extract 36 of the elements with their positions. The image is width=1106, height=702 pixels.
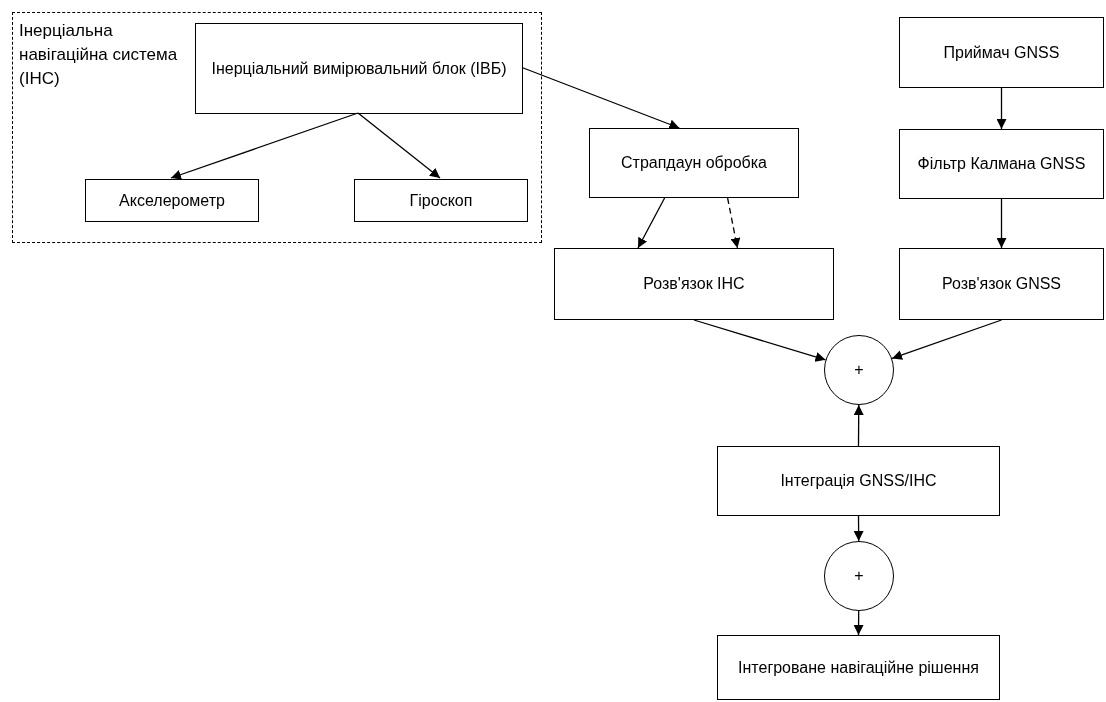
node-label: Інтегроване навігаційне рішення [737, 657, 980, 678]
group-heading: Інерціальна навігаційна система (ІНС) [19, 20, 179, 90]
arrow [693, 319, 827, 362]
node-label: Розв'язок GNSS [940, 274, 1063, 294]
arrow [996, 87, 1007, 130]
node-label: Страпдаун обробка [620, 153, 768, 173]
node-label: Інерціальний вимірювальний блок (ІВБ) [210, 58, 508, 79]
node-label: + [853, 566, 865, 586]
arrow [853, 404, 864, 447]
node-label: Інтеграція GNSS/ІНС [779, 471, 938, 491]
arrow [891, 319, 1003, 360]
process-box [554, 248, 834, 320]
dashed-group-box [12, 12, 542, 243]
arrow [637, 197, 666, 249]
process-box [899, 17, 1104, 88]
process-box [717, 446, 1000, 516]
node-label: Гіроскоп [408, 190, 474, 211]
arrow [853, 610, 864, 636]
process-box [899, 248, 1104, 320]
node-label: Розв'язок ІНС [642, 274, 746, 294]
arrow [726, 197, 741, 249]
process-box [195, 23, 523, 114]
process-box [899, 129, 1104, 199]
process-box [589, 128, 799, 198]
arrow [853, 515, 864, 542]
arrow [521, 66, 680, 130]
arrow [996, 198, 1007, 249]
node-label: Акселерометр [118, 190, 226, 211]
process-box [85, 179, 259, 222]
node-label: Фільтр Калмана GNSS [916, 154, 1087, 174]
node-label: Приймач GNSS [942, 42, 1061, 63]
node-label: + [853, 360, 865, 380]
process-box [717, 635, 1000, 700]
arrow [170, 112, 359, 180]
process-box [354, 179, 528, 222]
arrow [357, 112, 441, 179]
